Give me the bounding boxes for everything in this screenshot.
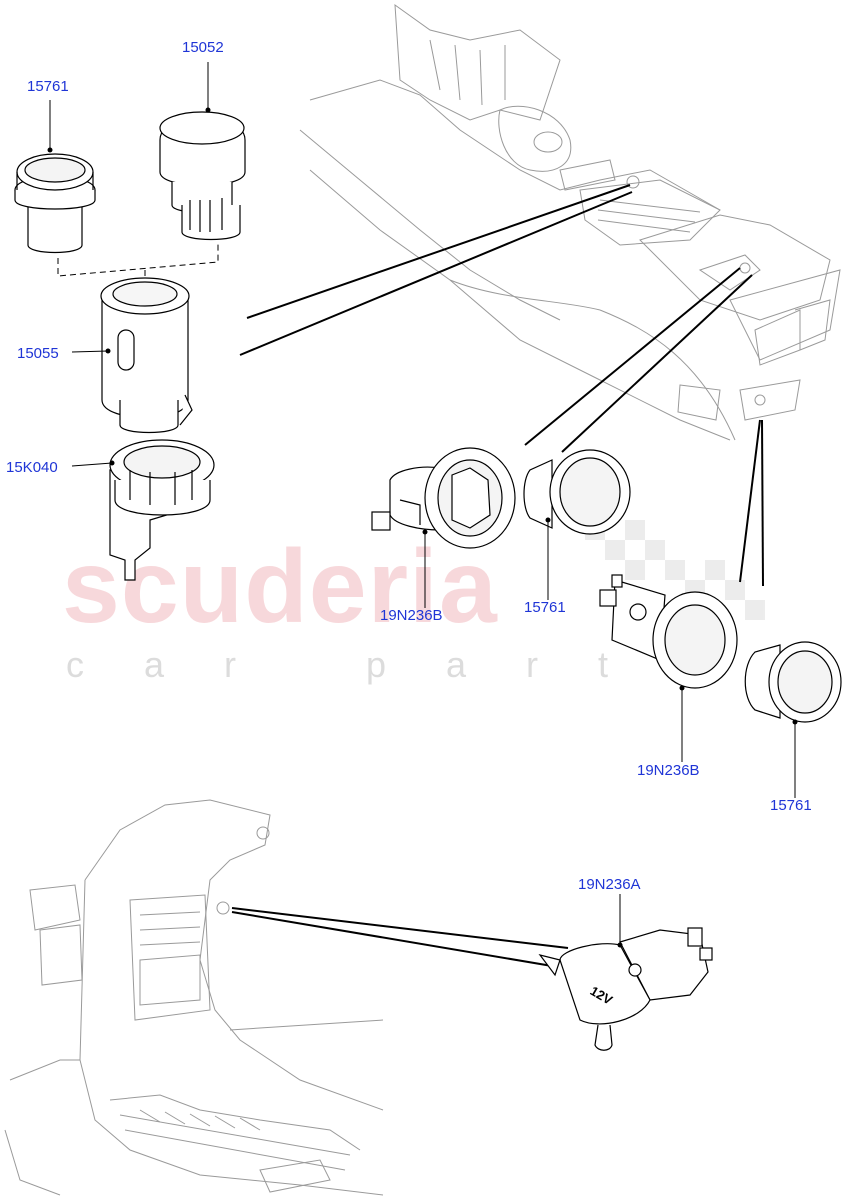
part-15761-cap [14,153,96,254]
label-15K040[interactable]: 15K040 [6,459,58,476]
part-15055-socket-body [100,277,193,434]
leader-lines-bottom [231,907,569,967]
label-19N236B-middle[interactable]: 19N236B [380,607,443,624]
part-15761-cap-right [744,641,842,723]
label-15052[interactable]: 15052 [182,39,224,56]
label-15761-top[interactable]: 15761 [27,78,69,95]
callout-leaders [49,62,796,945]
watermark-tagline: car parts [66,644,747,685]
part-19N236B-socket-middle [371,447,516,549]
part-19N236A-12v-socket [538,927,713,1051]
label-15055[interactable]: 15055 [17,345,59,362]
label-19N236A[interactable]: 19N236A [578,876,641,893]
watermark-checker [585,520,765,620]
label-15761-middle[interactable]: 15761 [524,599,566,616]
part-15K040-retainer [109,439,215,581]
luggage-compartment-sketch [4,799,384,1196]
label-19N236B-right[interactable]: 19N236B [637,762,700,779]
leader-lines-top [239,184,764,587]
part-19N236B-socket-right [599,574,738,689]
centre-console-sketch [299,3,841,441]
part-15761-cap-middle [523,449,631,535]
part-15052-lighter [159,111,246,241]
label-15761-right[interactable]: 15761 [770,797,812,814]
